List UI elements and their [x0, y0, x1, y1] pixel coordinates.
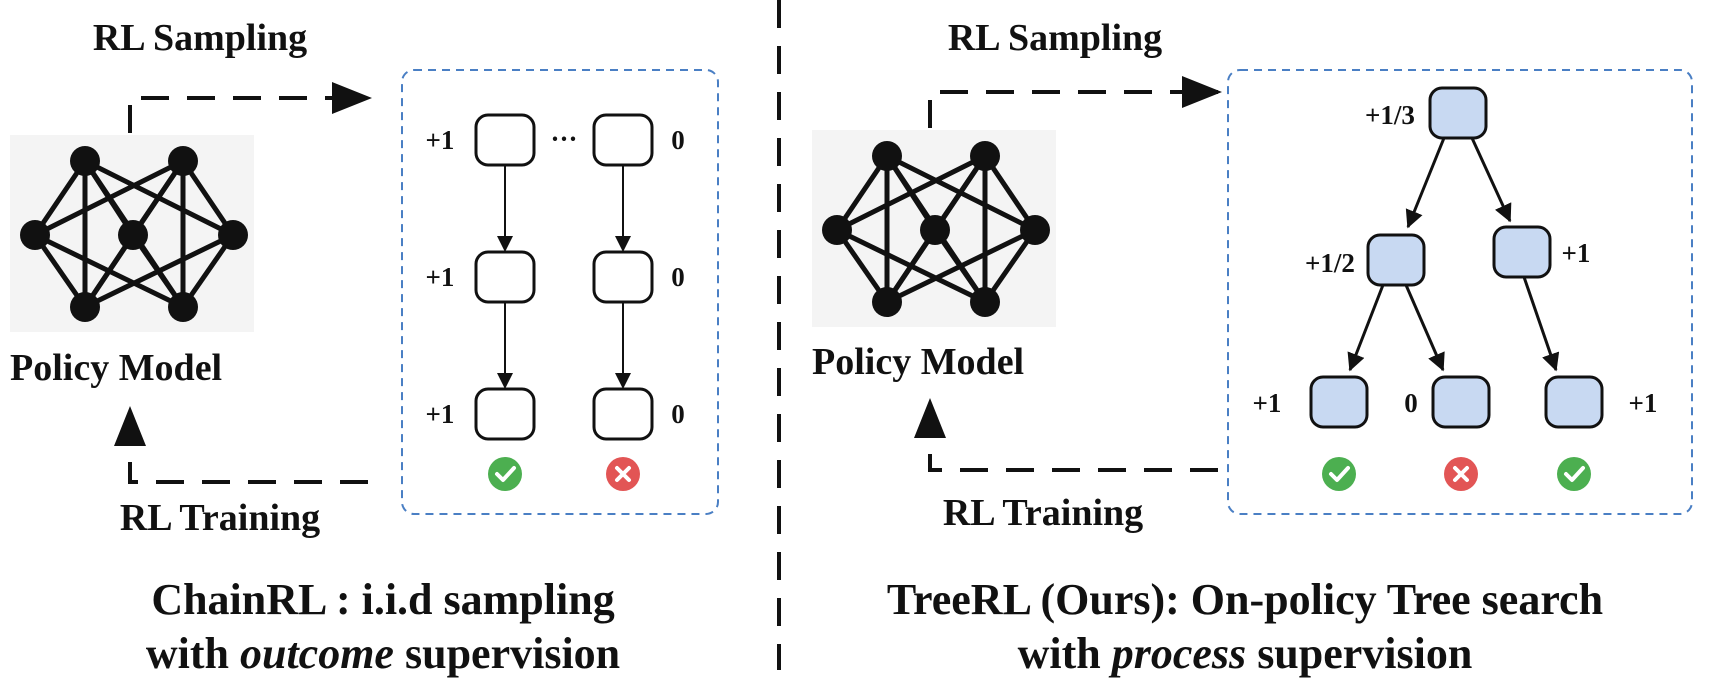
check-circle-icon [1557, 457, 1591, 491]
chain1-value-3: +1 [426, 399, 455, 429]
chain1-step3-node [474, 387, 536, 441]
right-training-arrow [914, 398, 1218, 472]
right-panel: RL Sampling Poli [812, 17, 1693, 678]
x-circle-icon [1444, 457, 1478, 491]
tree-leaf1-node [1309, 375, 1369, 429]
chain1-step1-node [474, 113, 536, 167]
right-policy-network-icon [812, 130, 1056, 327]
tree-edge-root-left [1405, 137, 1446, 229]
right-sampling-label: RL Sampling [948, 17, 1162, 59]
left-training-label: RL Training [120, 497, 320, 539]
tree-root-node [1428, 86, 1488, 140]
tree-leaf2-value: 0 [1404, 388, 1418, 418]
chain2-value-2: 0 [671, 262, 685, 292]
tree-edge-mid-leaf2 [1404, 284, 1445, 372]
x-circle-icon [606, 457, 640, 491]
tree-mid-left-node [1366, 233, 1426, 287]
chain2-value-1: 0 [671, 125, 685, 155]
tree-edge-right-leaf3 [1522, 276, 1560, 372]
tree-leaf3-node [1544, 375, 1604, 429]
tree-mid-right-node [1492, 225, 1552, 279]
tree-root-value: +1/3 [1365, 100, 1415, 130]
right-sampling-arrow [928, 76, 1222, 128]
chain1-step2-node [474, 250, 536, 304]
tree-edge-root-right [1470, 137, 1512, 223]
left-policy-label: Policy Model [10, 347, 222, 389]
chain2-step1-node [592, 113, 654, 167]
chain2-step3-node [592, 387, 654, 441]
left-samples-box [401, 69, 719, 515]
right-caption-line2: with process supervision [1018, 629, 1473, 678]
right-policy-label: Policy Model [812, 341, 1024, 383]
tree-leaf3-value: +1 [1629, 388, 1658, 418]
tree-edge-mid-leaf1 [1347, 284, 1385, 372]
left-policy-network-icon [10, 135, 254, 332]
left-caption-line2: with outcome supervision [146, 629, 620, 678]
tree-leaf1-value: +1 [1253, 388, 1282, 418]
tree-mid-right-value: +1 [1562, 238, 1591, 268]
left-training-arrow [114, 406, 368, 484]
chain1-value-1: +1 [426, 125, 455, 155]
chain1-value-2: +1 [426, 262, 455, 292]
chain2-value-3: 0 [671, 399, 685, 429]
check-circle-icon [1322, 457, 1356, 491]
tree-mid-left-value: +1/2 [1305, 248, 1355, 278]
tree-leaf2-node [1431, 375, 1491, 429]
left-sampling-label: RL Sampling [93, 17, 307, 59]
chain2-step2-node [592, 250, 654, 304]
left-caption-line1: ChainRL : i.i.d sampling [151, 575, 614, 624]
right-training-label: RL Training [943, 492, 1143, 534]
chain-ellipsis: ··· [550, 124, 577, 154]
check-circle-icon [488, 457, 522, 491]
right-caption-line1: TreeRL (Ours): On-policy Tree search [887, 575, 1603, 624]
left-sampling-arrow [128, 82, 372, 133]
left-panel: RL Sampling [10, 17, 719, 678]
